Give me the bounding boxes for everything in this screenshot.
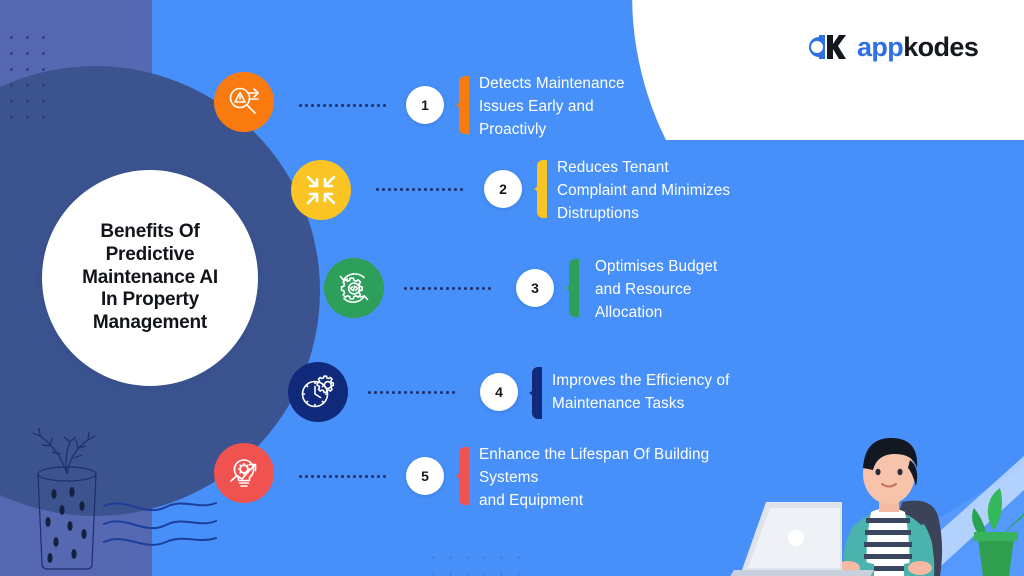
vase-with-branches-icon bbox=[32, 427, 97, 570]
benefit-icon-1 bbox=[214, 72, 274, 132]
benefit-icon-5 bbox=[214, 443, 274, 503]
brand-name-part1: app bbox=[857, 31, 904, 62]
brand-name-part2: kodes bbox=[903, 31, 979, 62]
benefit-number-4: 4 bbox=[480, 373, 518, 411]
benefit-bracket-5 bbox=[455, 447, 469, 505]
white-blob-shape bbox=[632, 0, 1024, 140]
benefit-bracket-4 bbox=[528, 367, 542, 419]
connector-dots-4 bbox=[368, 391, 456, 395]
benefit-number-2: 2 bbox=[484, 170, 522, 208]
benefit-bracket-3 bbox=[565, 259, 579, 317]
lightbulb-gear-growth-icon bbox=[230, 459, 257, 487]
potted-plant-icon bbox=[972, 488, 1024, 576]
benefit-number-1: 1 bbox=[406, 86, 444, 124]
benefit-text-4: Improves the Efficiency of Maintenance T… bbox=[552, 372, 730, 412]
benefit-number-3: 3 bbox=[516, 269, 554, 307]
benefit-icon-3 bbox=[324, 258, 384, 318]
gear-code-refresh-icon bbox=[339, 273, 369, 303]
wavy-lines-icon bbox=[103, 502, 217, 546]
magnifier-warning-icon bbox=[229, 87, 259, 114]
benefit-text-2: Reduces Tenant Complaint and Minimizes D… bbox=[557, 159, 731, 222]
benefit-icon-2 bbox=[291, 160, 351, 220]
benefit-text-3: Optimises Budget and Resource Allocation bbox=[595, 258, 718, 321]
brand-name: appkodes bbox=[857, 31, 979, 62]
person-at-laptop-illustration bbox=[730, 438, 1024, 576]
benefit-bracket-1 bbox=[455, 76, 469, 134]
connector-dots-5 bbox=[299, 475, 387, 479]
benefit-icon-4 bbox=[288, 362, 348, 422]
appkodes-ak-monogram-icon bbox=[809, 35, 846, 59]
page-title: Benefits Of Predictive Maintenance AI In… bbox=[82, 220, 218, 334]
connector-dots-2 bbox=[376, 188, 464, 192]
benefit-bracket-2 bbox=[533, 160, 547, 218]
connector-dots-3 bbox=[404, 287, 492, 291]
connector-dots-1 bbox=[299, 104, 387, 108]
benefit-text-5: Enhance the Lifespan Of Building Systems… bbox=[479, 446, 710, 509]
center-title-circle: Benefits Of Predictive Maintenance AI In… bbox=[42, 170, 258, 386]
benefit-number-5: 5 bbox=[406, 457, 444, 495]
clock-gear-icon bbox=[301, 375, 335, 408]
collapse-arrows-icon bbox=[306, 175, 336, 205]
dot-grid-pattern-bottom bbox=[432, 556, 520, 576]
brand-logo[interactable]: appkodes bbox=[806, 31, 979, 62]
dot-grid-pattern-topleft bbox=[10, 36, 45, 119]
benefit-text-1: Detects Maintenance Issues Early and Pro… bbox=[479, 75, 625, 138]
